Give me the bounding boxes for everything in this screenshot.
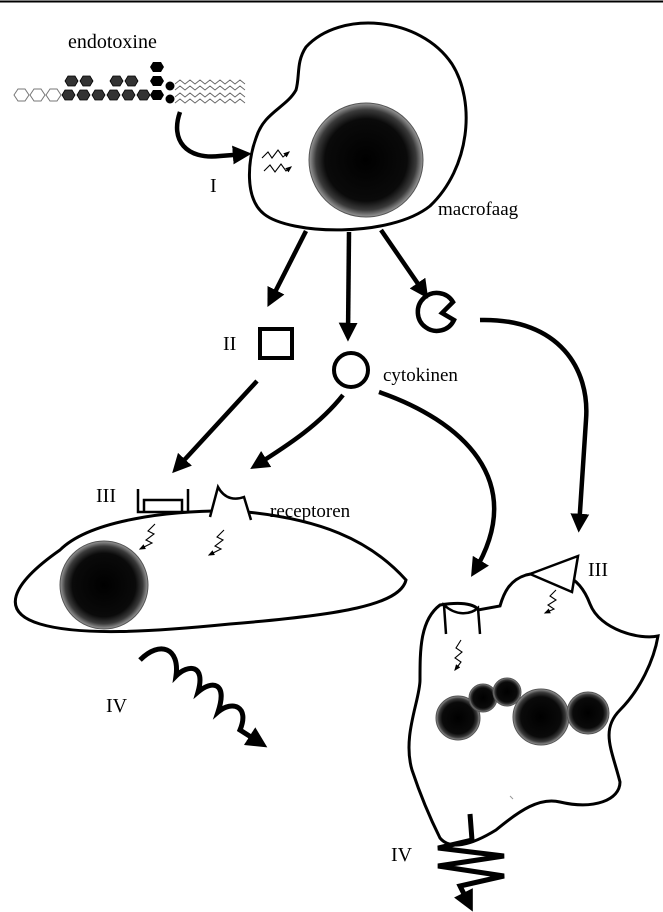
label-step-one: I bbox=[210, 175, 217, 197]
response-coil-left bbox=[140, 649, 262, 744]
label-cytokinen: cytokinen bbox=[383, 365, 458, 386]
macrophage-nucleus bbox=[309, 103, 423, 217]
label-receptoren: receptoren bbox=[270, 501, 351, 522]
label-macrofaag: macrofaag bbox=[438, 199, 519, 220]
arrow-to-pacman bbox=[381, 230, 425, 294]
endotoxin-molecule bbox=[14, 62, 245, 104]
label-step-two: II bbox=[223, 333, 236, 355]
arrow-step-one bbox=[177, 112, 246, 157]
receptor-cup bbox=[210, 487, 251, 520]
arrow-pacman-to-right-cell bbox=[480, 320, 586, 527]
target-cell-right bbox=[409, 556, 658, 845]
arrow-square-to-receptor bbox=[176, 381, 257, 469]
label-step-three-right: III bbox=[588, 559, 608, 581]
label-step-four-right: IV bbox=[391, 844, 413, 866]
cytokine-pacman bbox=[418, 293, 454, 331]
arrow-circle-to-receptor bbox=[255, 395, 343, 466]
arrow-to-square bbox=[270, 231, 306, 302]
macrophage-cell bbox=[249, 23, 466, 230]
label-step-four-left: IV bbox=[106, 695, 128, 717]
receptor-square bbox=[138, 489, 188, 512]
cytokine-circle bbox=[334, 353, 368, 387]
arrow-to-circle bbox=[348, 232, 349, 336]
cytokine-square bbox=[260, 329, 292, 358]
label-step-three-left: III bbox=[96, 485, 116, 507]
arrow-circle-to-right-cell bbox=[379, 392, 494, 572]
label-endotoxine: endotoxine bbox=[68, 31, 157, 53]
